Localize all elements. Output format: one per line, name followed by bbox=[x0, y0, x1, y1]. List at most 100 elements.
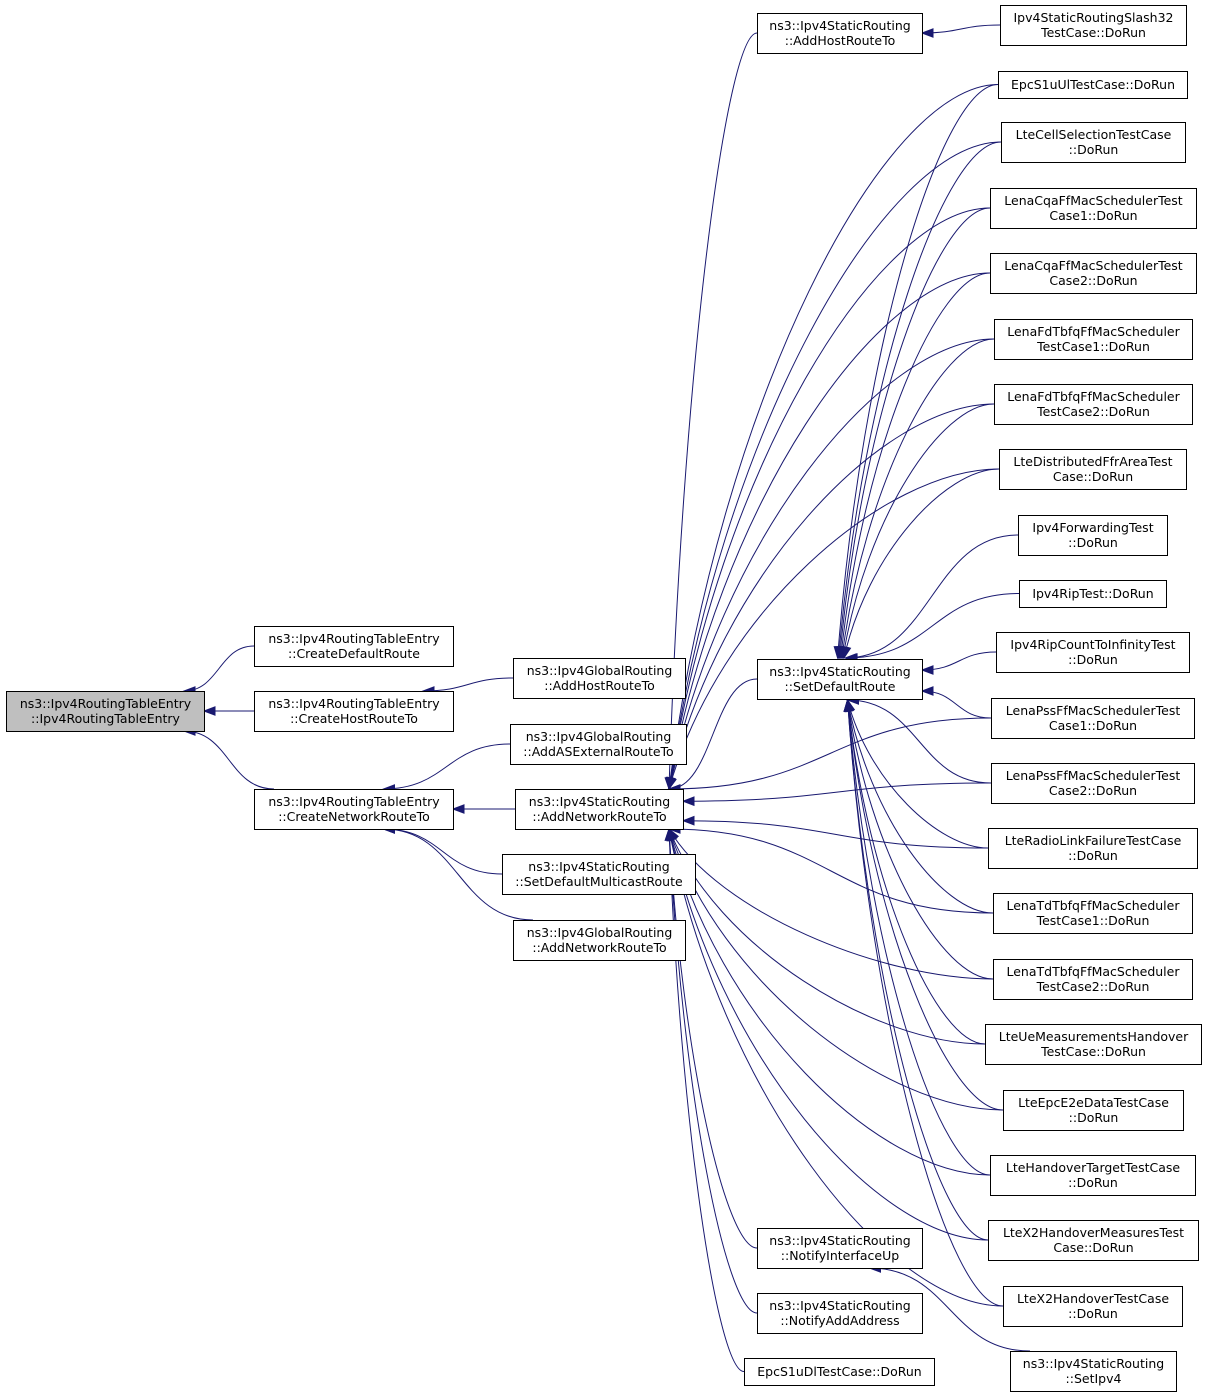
node-cdr[interactable]: ns3::Ipv4RoutingTableEntry::CreateDefaul… bbox=[254, 626, 454, 667]
node-box bbox=[999, 449, 1187, 490]
node-label-line: LteEpcE2eDataTestCase bbox=[1018, 1095, 1169, 1110]
node-label-line: EpcS1uDlTestCase::DoRun bbox=[757, 1364, 921, 1379]
node-label-line: EpcS1uUlTestCase::DoRun bbox=[1011, 77, 1175, 92]
node-box bbox=[254, 626, 454, 667]
node-label-line: ::CreateNetworkRouteTo bbox=[278, 809, 430, 824]
node-ripinf[interactable]: Ipv4RipCountToInfinityTest::DoRun bbox=[996, 632, 1190, 673]
node-box bbox=[1010, 1351, 1177, 1392]
edge-cqa1-to-sdr bbox=[839, 207, 991, 659]
node-label-line: ::CreateHostRouteTo bbox=[290, 711, 418, 726]
node-label-line: ::DoRun bbox=[1068, 1175, 1118, 1190]
node-box bbox=[502, 854, 696, 895]
node-gaer[interactable]: ns3::Ipv4GlobalRouting::AddASExternalRou… bbox=[510, 724, 687, 765]
node-label-line: ::CreateDefaultRoute bbox=[288, 646, 420, 661]
edge-fdt2-to-sanr bbox=[668, 403, 995, 790]
node-label-line: LenaCqaFfMacSchedulerTest bbox=[1004, 258, 1183, 273]
node-label-line: ns3::Ipv4RoutingTableEntry bbox=[268, 631, 440, 646]
edge-epcdl-to-sanr bbox=[668, 828, 745, 1372]
node-label-line: ns3::Ipv4StaticRouting bbox=[769, 1298, 910, 1313]
edge-setipv4-to-niu bbox=[869, 1267, 1031, 1352]
node-label-line: LenaFdTbfqFfMacScheduler bbox=[1007, 324, 1180, 339]
node-label-line: ns3::Ipv4GlobalRouting bbox=[527, 925, 673, 940]
node-box bbox=[993, 959, 1193, 1000]
node-hot[interactable]: LteHandoverTargetTestCase::DoRun bbox=[990, 1155, 1196, 1196]
node-fwd[interactable]: Ipv4ForwardingTest::DoRun bbox=[1018, 515, 1168, 556]
node-sdmr[interactable]: ns3::Ipv4StaticRouting::SetDefaultMultic… bbox=[502, 854, 696, 895]
node-box bbox=[988, 1220, 1199, 1261]
node-rip[interactable]: Ipv4RipTest::DoRun bbox=[1019, 580, 1167, 608]
node-label-line: Case1::DoRun bbox=[1049, 208, 1137, 223]
node-box bbox=[1000, 5, 1187, 46]
node-x2h[interactable]: LteX2HandoverTestCase::DoRun bbox=[1003, 1286, 1183, 1327]
node-label-line: LenaTdTbfqFfMacScheduler bbox=[1007, 898, 1181, 913]
node-label-line: LteX2HandoverMeasuresTest bbox=[1003, 1225, 1184, 1240]
node-naa[interactable]: ns3::Ipv4StaticRouting::NotifyAddAddress bbox=[757, 1293, 923, 1334]
edge-tdt1-to-sdr bbox=[847, 699, 994, 914]
node-label-line: TestCase2::DoRun bbox=[1036, 404, 1150, 419]
node-label-line: ::SetDefaultRoute bbox=[785, 679, 896, 694]
node-label-line: Case::DoRun bbox=[1053, 469, 1133, 484]
node-ganr[interactable]: ns3::Ipv4GlobalRouting::AddNetworkRouteT… bbox=[513, 920, 686, 961]
node-label-line: TestCase::DoRun bbox=[1040, 1044, 1146, 1059]
edge-slash32-to-sahr bbox=[921, 24, 1001, 34]
edge-pss2-to-sanr bbox=[682, 782, 992, 802]
node-cellsel[interactable]: LteCellSelectionTestCase::DoRun bbox=[1001, 122, 1186, 163]
edge-fwd-to-sdr bbox=[845, 534, 1019, 659]
node-cnr[interactable]: ns3::Ipv4RoutingTableEntry::CreateNetwor… bbox=[254, 789, 454, 830]
edge-cqa1-to-sanr bbox=[668, 207, 991, 790]
node-box bbox=[744, 1358, 935, 1386]
node-niu[interactable]: ns3::Ipv4StaticRouting::NotifyInterfaceU… bbox=[757, 1228, 923, 1269]
node-box bbox=[510, 724, 687, 765]
edge-arrowhead bbox=[667, 776, 677, 791]
node-box bbox=[991, 698, 1195, 739]
edge-sdmr-to-cnr bbox=[383, 828, 503, 875]
edge-sahr-to-sanr bbox=[668, 32, 758, 790]
node-label-line: LteDistributedFfrAreaTest bbox=[1013, 454, 1172, 469]
node-box bbox=[757, 1228, 923, 1269]
node-setipv4[interactable]: ns3::Ipv4StaticRouting::SetIpv4 bbox=[1010, 1351, 1177, 1392]
node-label-line: ns3::Ipv4StaticRouting bbox=[769, 18, 910, 33]
node-box bbox=[757, 1293, 923, 1334]
node-label-line: ::SetIpv4 bbox=[1066, 1371, 1122, 1386]
node-label-line: ns3::Ipv4StaticRouting bbox=[769, 664, 910, 679]
node-box bbox=[515, 789, 684, 830]
edge-ganr-to-cnr bbox=[383, 828, 534, 921]
node-box bbox=[1019, 580, 1167, 608]
node-sdr[interactable]: ns3::Ipv4StaticRouting::SetDefaultRoute bbox=[757, 659, 923, 700]
edge-cqa2-to-sanr bbox=[668, 272, 991, 790]
edge-rip-to-sdr bbox=[846, 593, 1020, 659]
node-label-line: TestCase1::DoRun bbox=[1036, 339, 1150, 354]
edge-uemh-to-sdr bbox=[847, 699, 986, 1045]
node-rlf[interactable]: LteRadioLinkFailureTestCase::DoRun bbox=[988, 828, 1198, 869]
node-label-line: LenaPssFfMacSchedulerTest bbox=[1006, 768, 1181, 783]
edge-fdt1-to-sanr bbox=[668, 338, 995, 790]
node-epcul[interactable]: EpcS1uUlTestCase::DoRun bbox=[998, 71, 1188, 99]
node-label-line: Case2::DoRun bbox=[1049, 273, 1137, 288]
node-label-line: ns3::Ipv4RoutingTableEntry bbox=[268, 794, 440, 809]
node-sahr[interactable]: ns3::Ipv4StaticRouting::AddHostRouteTo bbox=[757, 13, 923, 54]
node-label-line: Ipv4StaticRoutingSlash32 bbox=[1013, 10, 1173, 25]
node-chr[interactable]: ns3::Ipv4RoutingTableEntry::CreateHostRo… bbox=[254, 691, 454, 732]
node-gahr[interactable]: ns3::Ipv4GlobalRouting::AddHostRouteTo bbox=[513, 658, 686, 699]
node-epcdl[interactable]: EpcS1uDlTestCase::DoRun bbox=[744, 1358, 935, 1386]
edge-fdt2-to-sdr bbox=[842, 403, 995, 659]
node-label-line: LenaCqaFfMacSchedulerTest bbox=[1004, 193, 1183, 208]
node-label-line: TestCase2::DoRun bbox=[1036, 979, 1150, 994]
edge-pss1-to-sanr bbox=[668, 717, 992, 790]
node-sanr[interactable]: ns3::Ipv4StaticRouting::AddNetworkRouteT… bbox=[515, 789, 684, 830]
node-layer: ns3::Ipv4RoutingTableEntry::Ipv4RoutingT… bbox=[6, 5, 1202, 1392]
node-label-line: ns3::Ipv4GlobalRouting bbox=[527, 663, 673, 678]
node-e2e[interactable]: LteEpcE2eDataTestCase::DoRun bbox=[1003, 1090, 1184, 1131]
